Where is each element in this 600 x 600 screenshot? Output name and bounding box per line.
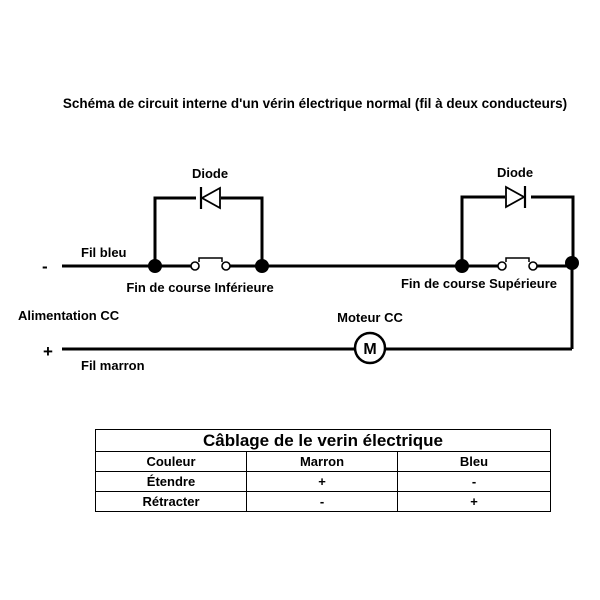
plus-sign: + bbox=[43, 342, 53, 361]
junction-node bbox=[148, 259, 162, 273]
brown-wire-label: Fil marron bbox=[81, 358, 145, 373]
diode-right-icon bbox=[505, 185, 527, 209]
motor-symbol: M bbox=[363, 341, 376, 358]
row-action: Étendre bbox=[95, 471, 247, 492]
junction-node bbox=[255, 259, 269, 273]
diode-right-label: Diode bbox=[497, 165, 533, 180]
diode-left-icon bbox=[199, 186, 221, 210]
header-blue: Bleu bbox=[397, 451, 551, 472]
row-brown-value: - bbox=[246, 491, 398, 512]
motor-label: Moteur CC bbox=[337, 310, 403, 325]
header-brown: Marron bbox=[246, 451, 398, 472]
diagram-title: Schéma de circuit interne d'un vérin éle… bbox=[63, 96, 567, 111]
table-row: Rétracter - + bbox=[95, 491, 551, 512]
row-action: Rétracter bbox=[95, 491, 247, 512]
row-blue-value: + bbox=[397, 491, 551, 512]
left-diode-loop-left bbox=[153, 196, 196, 266]
row-blue-value: - bbox=[397, 471, 551, 492]
power-supply-label: Alimentation CC bbox=[18, 308, 120, 323]
right-diode-loop-right bbox=[531, 195, 575, 266]
right-diode-loop-left bbox=[460, 195, 505, 266]
junction-node bbox=[455, 259, 469, 273]
table-row: Étendre + - bbox=[95, 471, 551, 492]
lower-limit-label: Fin de course Inférieure bbox=[126, 280, 273, 295]
junction-node bbox=[565, 256, 579, 270]
table-caption: Câblage de le verin électrique bbox=[95, 429, 551, 452]
left-diode-loop-right bbox=[221, 196, 264, 266]
motor-icon: M bbox=[353, 331, 387, 365]
diode-left-label: Diode bbox=[192, 166, 228, 181]
limit-switch-lower-icon bbox=[190, 257, 231, 271]
upper-limit-label: Fin de course Supérieure bbox=[401, 276, 557, 291]
row-brown-value: + bbox=[246, 471, 398, 492]
table-header-row: Couleur Marron Bleu bbox=[95, 451, 551, 472]
header-color: Couleur bbox=[95, 451, 247, 472]
minus-sign: - bbox=[42, 257, 48, 276]
wiring-table: Câblage de le verin électrique Couleur M… bbox=[95, 429, 551, 512]
limit-switch-upper-icon bbox=[497, 257, 538, 271]
blue-wire-label: Fil bleu bbox=[81, 245, 127, 260]
